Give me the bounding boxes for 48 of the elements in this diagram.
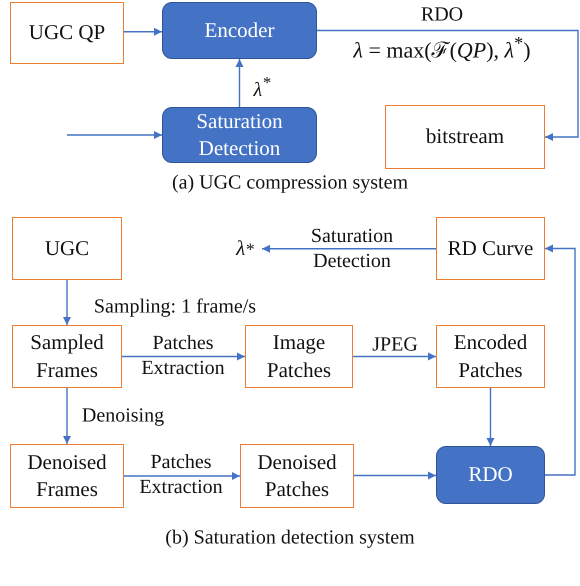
process-block — [436, 446, 545, 504]
arrow — [122, 352, 245, 360]
figure-caption: (b) Saturation detection system — [164, 526, 416, 550]
box-text: Encoder — [204, 16, 274, 44]
process-block — [162, 2, 317, 59]
arrow — [236, 59, 244, 107]
box-text: UGC — [44, 234, 90, 262]
edge-label: Sampling: 1 frame/s — [92, 294, 258, 320]
arrow — [262, 244, 436, 253]
process-box — [10, 2, 124, 64]
arrow — [63, 280, 71, 325]
box-text: Encoded Patches — [452, 329, 528, 384]
edge-label: JPEG — [371, 332, 419, 358]
box-text: Saturation Detection — [195, 108, 284, 162]
process-box — [436, 217, 545, 280]
process-box — [240, 444, 354, 508]
arrow — [124, 28, 162, 36]
process-box — [436, 325, 545, 388]
arrow — [63, 388, 71, 444]
process-box — [245, 325, 353, 388]
box-text: RDO — [468, 461, 513, 488]
arrow — [353, 352, 436, 360]
arrow — [67, 131, 162, 139]
arrow — [486, 388, 494, 446]
box-text: RD Curve — [448, 234, 534, 262]
box-text: Denoised Frames — [26, 448, 108, 503]
arrow — [545, 244, 576, 476]
process-block — [162, 107, 317, 163]
edge-label: Patches Extraction — [138, 450, 224, 500]
process-box — [12, 217, 122, 280]
edge-label: Denoising — [80, 404, 166, 428]
figure-caption: (a) UGC compression system — [170, 170, 410, 196]
box-text: Image Patches — [266, 329, 332, 384]
edge-label: RDO — [420, 2, 464, 28]
arrow — [354, 472, 436, 480]
process-box — [10, 444, 124, 508]
edge-label: Patches Extraction — [140, 331, 226, 381]
box-text: Denoised Patches — [256, 448, 338, 503]
process-box — [12, 325, 122, 388]
arrow — [317, 30, 579, 141]
formula-label: λ = max(ℱ(QP), λ$^{*}$) — [352, 32, 532, 64]
edge-label: Saturation Detection — [310, 224, 394, 274]
box-text: UGC QP — [28, 19, 106, 46]
arrow — [124, 472, 240, 480]
process-box — [385, 105, 545, 169]
box-text: bitstream — [426, 123, 504, 150]
edge-label: λ$^{*}$ — [252, 73, 272, 103]
box-text: Sampled Frames — [29, 329, 105, 384]
